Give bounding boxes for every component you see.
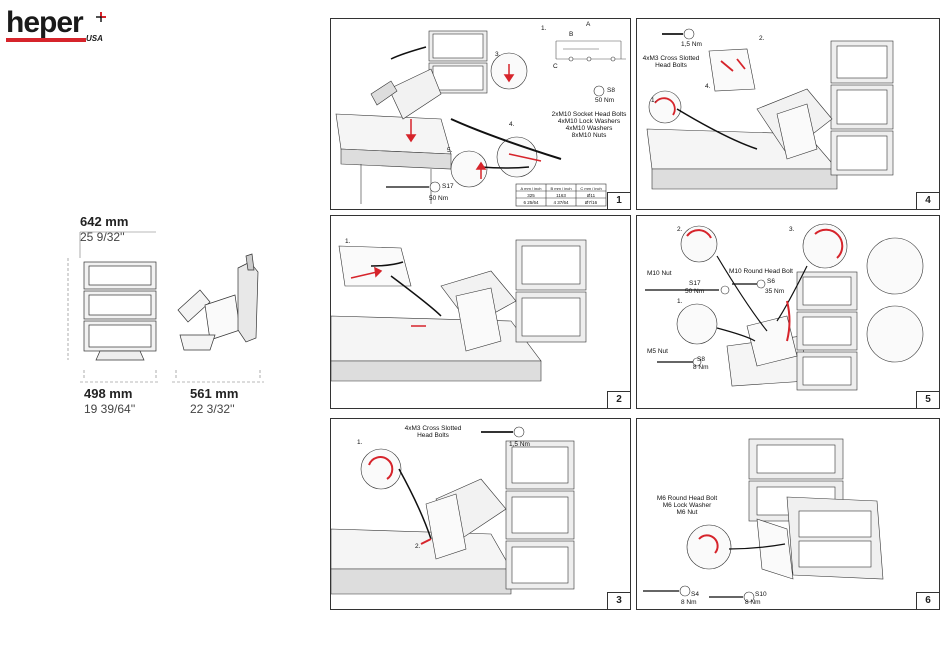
table-header-c: C mm / inch xyxy=(580,186,602,191)
dim-c-label: C xyxy=(553,63,558,70)
height-inch: 25 9/32'' xyxy=(80,230,125,244)
panel-1-illustration xyxy=(335,30,626,207)
torque-s8-label: 50 Nm xyxy=(595,97,615,104)
socket-s6-label: S6 xyxy=(767,278,775,285)
part-3: M6 Nut xyxy=(676,509,698,516)
parts-list: 2xM10 Socket Head Bolts 4xM10 Lock Washe… xyxy=(549,111,629,139)
step-1-label: 1. xyxy=(357,439,363,446)
plus-icon xyxy=(96,12,106,22)
parts-list: 4xM3 Cross Slotted Head Bolts xyxy=(641,55,701,69)
table-cell: Ø11 xyxy=(586,193,596,198)
panel-number: 2 xyxy=(607,391,630,408)
depth-inch: 22 3/32'' xyxy=(190,402,235,416)
dim-b-label: B xyxy=(569,31,574,38)
m10-round-bolt-label: M10 Round Head Bolt xyxy=(729,268,793,275)
torque-s10-label: 8 Nm xyxy=(745,599,761,606)
step-3-label: 3. xyxy=(495,51,501,58)
step-panel-2: 1. 2 xyxy=(330,215,631,409)
socket-s10-label: S10 xyxy=(755,591,767,598)
socket-s8-label: S8 xyxy=(607,87,615,94)
step-5-label: 5. xyxy=(447,147,453,154)
step-panel-1: 1. 3. 4. 5. A B C S8 50 Nm 2xM10 Socket … xyxy=(330,18,631,210)
parts-list: M6 Round Head Bolt M6 Lock Washer M6 Nut xyxy=(639,495,735,516)
torque-s8-label: 8 Nm xyxy=(693,364,709,371)
socket-s17-label: S17 xyxy=(442,183,454,190)
torque-label: 1,5 Nm xyxy=(509,441,530,448)
panel-number: 6 xyxy=(916,592,939,609)
step-3-label: 3. xyxy=(789,226,795,233)
table-header-a: A mm / inch xyxy=(520,186,542,191)
step-1-label: 1. xyxy=(677,298,683,305)
product-dimension-drawing: 642 mm 25 9/32'' 498 mm 19 39/64'' 561 m… xyxy=(60,210,280,430)
socket-s17-label: S17 xyxy=(689,280,701,287)
step-2-label: 2. xyxy=(677,226,683,233)
torque-s6-label: 35 Nm xyxy=(765,288,785,295)
panel-number: 1 xyxy=(607,192,630,209)
part-3: 4xM10 Washers xyxy=(565,125,613,132)
table-cell: 6 25/64 xyxy=(523,200,539,205)
panel-5-illustration xyxy=(645,223,924,391)
table-header-b: B mm / inch xyxy=(550,186,572,191)
step-2-label: 2. xyxy=(415,543,421,550)
panel-number: 5 xyxy=(916,391,939,408)
width-mm: 498 mm xyxy=(84,386,133,401)
m5-nut-label: M5 Nut xyxy=(647,348,668,355)
part-2: Head Bolts xyxy=(417,432,449,439)
part-2: 4xM10 Lock Washers xyxy=(557,118,621,125)
socket-s8-label: S8 xyxy=(697,356,705,363)
panel-number: 4 xyxy=(916,192,939,209)
panel-4-illustration xyxy=(646,28,894,190)
brand-suffix: USA xyxy=(86,34,103,43)
brand-logo: heper USA xyxy=(6,8,116,44)
part-1: M6 Round Head Bolt xyxy=(656,495,718,502)
socket-s4-label: S4 xyxy=(691,591,699,598)
step-panel-3: 4xM3 Cross Slotted Head Bolts 1,5 Nm 1. … xyxy=(330,418,631,610)
dim-a-label: A xyxy=(586,21,591,28)
step-1-label: 1. xyxy=(651,97,657,104)
product-drawing-svg xyxy=(67,231,264,383)
torque-label: 1,5 Nm xyxy=(681,41,702,48)
step-panel-4: 4xM3 Cross Slotted Head Bolts 1,5 Nm 1. … xyxy=(636,18,940,210)
torque-s17-label: 50 Nm xyxy=(429,195,449,202)
torque-s17-label: 50 Nm xyxy=(685,288,705,295)
step-1-label: 1. xyxy=(345,238,351,245)
front-view xyxy=(83,261,157,361)
table-cell: 4 37/64 xyxy=(553,200,569,205)
depth-mm: 561 mm xyxy=(190,386,239,401)
panel-2-illustration xyxy=(331,239,587,382)
part-1: 4xM3 Cross Slotted xyxy=(404,425,462,432)
part-1: 2xM10 Socket Head Bolts xyxy=(551,111,627,118)
table-cell: 1163 xyxy=(556,193,566,198)
parts-list: 4xM3 Cross Slotted Head Bolts xyxy=(403,425,463,439)
panel-number: 3 xyxy=(607,592,630,609)
panel-3-illustration xyxy=(331,426,575,595)
part-2: M6 Lock Washer xyxy=(662,502,712,509)
step-panel-6: M6 Round Head Bolt M6 Lock Washer M6 Nut… xyxy=(636,418,940,610)
step-4-label: 4. xyxy=(705,83,711,90)
step-1-label: 1. xyxy=(541,25,547,32)
m10-nut-label: M10 Nut xyxy=(647,270,672,277)
height-mm: 642 mm xyxy=(80,214,129,229)
brand-underline xyxy=(6,38,86,42)
table-cell: Ø7/16 xyxy=(584,200,598,205)
width-inch: 19 39/64'' xyxy=(84,402,136,416)
step-4-label: 4. xyxy=(509,121,515,128)
brand-name: heper xyxy=(6,6,84,39)
part-1: 4xM3 Cross Slotted xyxy=(642,55,700,62)
panel-6-illustration xyxy=(643,438,884,603)
table-cell: 325 xyxy=(527,193,535,198)
step-2-label: 2. xyxy=(759,35,765,42)
part-2: Head Bolts xyxy=(655,62,687,69)
torque-s4-label: 8 Nm xyxy=(681,599,697,606)
side-view xyxy=(177,253,259,351)
part-4: 8xM10 Nuts xyxy=(571,132,607,139)
step-panel-5: 2. 3. 1. M10 Nut M10 Round Head Bolt M5 … xyxy=(636,215,940,409)
